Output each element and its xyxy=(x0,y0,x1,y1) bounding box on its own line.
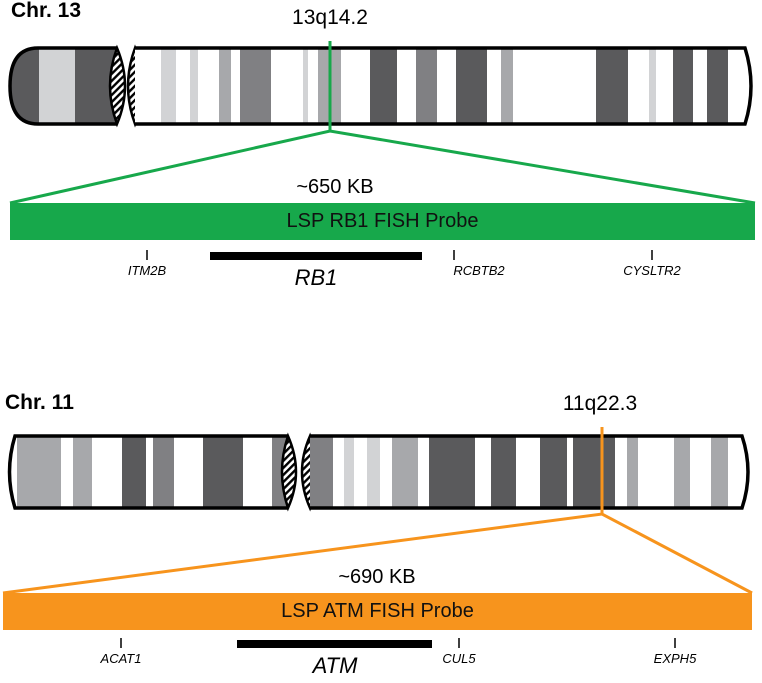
gene-itm2b: ITM2B xyxy=(127,263,167,278)
chr11-ideogram xyxy=(7,432,750,512)
chr13-ideogram xyxy=(8,44,753,128)
gene-acat1: ACAT1 xyxy=(100,651,142,666)
chr11-p-outline xyxy=(7,434,288,510)
gene-cysltr2: CYSLTR2 xyxy=(623,263,681,278)
chr13-q-arm xyxy=(135,48,751,124)
gene-atm: ATM xyxy=(312,653,358,678)
atm-size-label: ~690 KB xyxy=(338,566,416,588)
atm-probe-bar xyxy=(3,593,752,630)
rb1-locus-marker xyxy=(9,41,756,205)
chr13-title: Chr. 13 xyxy=(11,0,82,22)
atm-locus-marker xyxy=(2,427,753,595)
gene-exph5: EXPH5 xyxy=(653,651,697,666)
atm-gene-track xyxy=(120,638,676,648)
rb1-size-label: ~650 KB xyxy=(296,176,374,198)
chr11-title: Chr. 11 xyxy=(5,391,74,414)
chr13-centromere-left xyxy=(108,44,127,128)
chr11-q-outline xyxy=(310,434,750,510)
rb1-gene-track xyxy=(146,250,653,260)
chr11-p-arm xyxy=(9,436,288,508)
chr13-p-outline xyxy=(8,46,117,126)
gene-rb1: RB1 xyxy=(294,265,338,290)
chr11-q-arm xyxy=(310,436,748,508)
atm-probe-label: LSP ATM FISH Probe xyxy=(281,600,474,622)
gene-cul5: CUL5 xyxy=(442,651,476,666)
rb1-probe-bar xyxy=(10,203,755,240)
atm-locus-label: 11q22.3 xyxy=(562,392,638,415)
chr13-q-outline xyxy=(135,46,753,126)
chr13-p-arm xyxy=(10,48,117,124)
rb1-locus-label: 13q14.2 xyxy=(292,6,368,29)
gene-rcbtb2: RCBTB2 xyxy=(453,263,505,278)
rb1-probe-label: LSP RB1 FISH Probe xyxy=(286,210,479,232)
chr11-centromere-left xyxy=(280,432,298,512)
